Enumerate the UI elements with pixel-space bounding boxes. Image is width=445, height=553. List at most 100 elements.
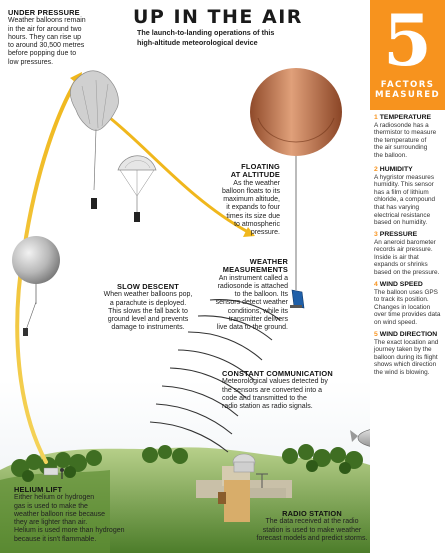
- descent-arrow-head: [243, 227, 255, 237]
- slow-descent-text: damage to instruments.: [111, 324, 185, 332]
- factor-text: Changes in location: [374, 303, 431, 311]
- factor-heading: PRESSURE: [379, 231, 418, 238]
- title-block: UP IN THE AIR The launch-to-landing oper…: [115, 6, 355, 47]
- factor-number: 4: [374, 281, 378, 288]
- floating-heading: FLOATING: [241, 162, 280, 171]
- popped-balloon: [70, 70, 119, 209]
- rising-balloon: [12, 236, 60, 336]
- factor-text: has a film of lithium: [374, 188, 429, 196]
- slow-descent-text: ground level and prevents: [107, 316, 189, 324]
- factor-heading: TEMPERATURE: [379, 114, 432, 121]
- descent-arrow: [108, 116, 250, 234]
- factor-text: that has varying: [374, 203, 420, 211]
- helium-lift-text: because it isn't flammable.: [14, 535, 97, 543]
- floating-text: it expands to four: [226, 204, 280, 212]
- slow-descent-text: a parachute is deployed.: [109, 299, 187, 307]
- factor-number: 5: [374, 331, 378, 338]
- radiosonde: [290, 289, 305, 309]
- under-pressure-heading: UNDER PRESSURE: [8, 8, 80, 17]
- factor-number: 2: [374, 166, 378, 173]
- floating-text: times its size due: [226, 212, 280, 220]
- factor-heading: WIND DIRECTION: [379, 331, 438, 338]
- radio-station-text: The data received at the radio: [265, 518, 359, 526]
- factor-text: chloride, a compound: [374, 196, 436, 204]
- factor-text: to track its position.: [374, 296, 429, 304]
- helium-lift-text: they are lighter than air.: [14, 519, 88, 527]
- factor-text: thermistor to measure: [374, 129, 437, 137]
- weather-measurements-text: radiosonde is attached: [217, 282, 288, 290]
- weather-measurements-text: An instrument called a: [218, 274, 288, 282]
- factor-text: the balloon.: [374, 151, 408, 159]
- weather-measurements-heading: MEASUREMENTS: [222, 265, 288, 275]
- factor-text: the air surrounding: [374, 144, 428, 152]
- factor-number: 1: [374, 114, 378, 121]
- weather-measurements-text: conditions, while its: [227, 307, 288, 315]
- label-weather-measurements: WEATHER MEASUREMENTS An instrument calle…: [210, 257, 288, 333]
- factors-banner: 5 FACTORS MEASURED: [370, 0, 445, 110]
- weather-measurements-text: transmitter delivers: [228, 316, 288, 324]
- helium-lift-heading: HELIUM LIFT: [14, 485, 63, 494]
- floating-text: balloon floats to its: [222, 187, 280, 195]
- label-constant-communication: CONSTANT COMMUNICATION Meteorological va…: [222, 369, 352, 411]
- factor-text: The exact location and: [374, 338, 439, 346]
- label-slow-descent: SLOW DESCENT When weather balloons pop, …: [88, 282, 208, 333]
- constant-communication-text: the sensors are converted into a: [222, 386, 323, 394]
- floating-heading: AT ALTITUDE: [230, 170, 280, 180]
- factor-text: based on the pressure.: [374, 268, 440, 276]
- factor-text: based on humidity.: [374, 219, 428, 227]
- helium-lift-text: Either helium or hydrogen: [14, 494, 95, 502]
- factor-number: 3: [374, 231, 378, 238]
- label-floating-at-altitude: FLOATING AT ALTITUDE As the weather ball…: [208, 162, 280, 238]
- factor-text: on wind speed.: [374, 318, 417, 326]
- parachute: [117, 155, 157, 222]
- subtitle-line-1: The launch-to-landing operations of this: [137, 28, 275, 37]
- under-pressure-text: Weather balloons remain: [8, 17, 86, 25]
- under-pressure-text: low pressures.: [8, 58, 54, 66]
- slow-descent-text: When weather balloons pop,: [103, 291, 193, 299]
- label-helium-lift: HELIUM LIFT Either helium or hydrogen ga…: [14, 485, 142, 544]
- slow-descent-heading: SLOW DESCENT: [117, 282, 179, 291]
- factor-text: A radiosonde has a: [374, 121, 429, 129]
- factor-text: journey taken by the: [374, 346, 432, 354]
- under-pressure-text: hours. They can rise up: [8, 33, 82, 41]
- page-title: UP IN THE AIR: [133, 6, 303, 28]
- label-under-pressure: UNDER PRESSURE Weather balloons remain i…: [8, 8, 116, 67]
- constant-communication-text: Meteorological values detected by: [222, 378, 328, 386]
- radio-station-text: forecast models and predict storms.: [256, 534, 368, 542]
- constant-communication-text: code and transmitted to the: [222, 394, 307, 402]
- floating-text: pressure.: [250, 229, 280, 237]
- factor-text: the temperature of: [374, 136, 427, 144]
- under-pressure-text: to around 30,500 metres: [8, 42, 85, 50]
- factor-text: balloon during its flight: [374, 353, 438, 361]
- factors-sidebar: 5 FACTORS MEASURED: [370, 0, 445, 553]
- weather-measurements-text: live data to the ground.: [216, 324, 288, 332]
- factor-text: shows which direction: [374, 361, 437, 369]
- factor-text: electrical resistance: [374, 211, 431, 219]
- altitude-balloon: [250, 68, 342, 290]
- factor-text: The balloon uses GPS: [374, 288, 438, 296]
- slow-descent-text: This slows the fall back to: [108, 307, 188, 315]
- label-radio-station: RADIO STATION The data received at the r…: [252, 509, 372, 543]
- weather-measurements-heading: WEATHER: [249, 257, 288, 266]
- subtitle-line-2: high-altitude meteorological device: [137, 37, 258, 47]
- factors-caption-line: MEASURED: [374, 90, 441, 100]
- under-pressure-text: before popping due to: [8, 50, 77, 58]
- factors-count: 5: [383, 0, 432, 82]
- helium-lift-text: weather balloon rise because: [14, 510, 106, 518]
- factor-text: the wind is blowing.: [374, 368, 430, 376]
- factor-text: An aneroid barometer: [374, 238, 436, 246]
- factor-text: records air pressure.: [374, 246, 433, 254]
- helium-lift-text: Helium is used more than hydrogen: [14, 527, 125, 535]
- factors-caption-line: FACTORS: [380, 80, 435, 90]
- weather-measurements-text: sensors detect weather: [215, 299, 288, 307]
- factor-heading: HUMIDITY: [379, 166, 413, 173]
- floating-text: to atmospheric: [234, 221, 280, 229]
- radio-station-building: [196, 453, 292, 522]
